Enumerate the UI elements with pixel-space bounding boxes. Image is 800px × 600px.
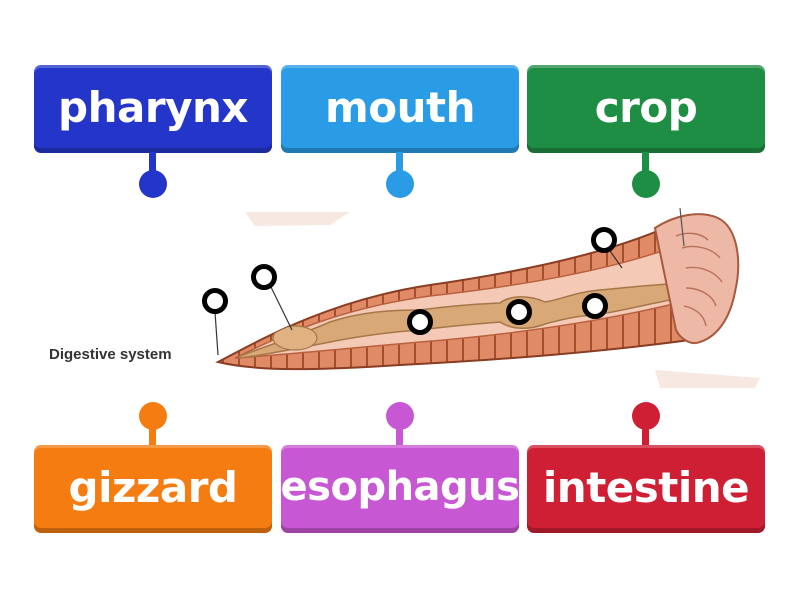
background-fragment [655, 370, 760, 388]
drop-target-pharynx-area[interactable] [251, 264, 277, 290]
pointer-line [269, 284, 293, 331]
label-text: crop [594, 82, 698, 132]
connector-stem [642, 152, 649, 174]
drop-target-mouth-end[interactable] [202, 288, 228, 314]
pointer-line [214, 311, 219, 356]
connector-stem [149, 152, 156, 174]
label-tile-crop[interactable]: crop [527, 65, 765, 153]
drop-target-crop-area[interactable] [506, 299, 532, 325]
label-text: gizzard [68, 462, 238, 512]
drop-target-intestine-area[interactable] [591, 227, 617, 253]
connector-pin [139, 170, 167, 198]
connector-pin [386, 170, 414, 198]
label-text: esophagus [280, 464, 520, 510]
connector-stem [642, 424, 649, 446]
drop-target-esophagus-area[interactable] [407, 309, 433, 335]
label-text: mouth [325, 82, 476, 132]
label-tile-mouth[interactable]: mouth [281, 65, 519, 153]
background-fragment [245, 212, 350, 226]
label-tile-gizzard[interactable]: gizzard [34, 445, 272, 533]
label-tile-pharynx[interactable]: pharynx [34, 65, 272, 153]
diagram-caption: Digestive system [49, 346, 172, 363]
connector-stem [396, 424, 403, 446]
connector-stem [149, 424, 156, 446]
pointer-line [679, 207, 685, 247]
connector-pin [632, 170, 660, 198]
head-folds [675, 232, 723, 327]
connector-stem [396, 152, 403, 174]
label-text: intestine [542, 462, 750, 512]
pharynx-organ [272, 325, 318, 351]
label-text: pharynx [58, 82, 248, 132]
label-tile-esophagus[interactable]: esophagus [280, 445, 520, 533]
earthworm-digestive-diagram [214, 207, 760, 388]
label-tile-intestine[interactable]: intestine [527, 445, 765, 533]
drop-target-gizzard-area[interactable] [582, 293, 608, 319]
worm-head [653, 213, 740, 344]
